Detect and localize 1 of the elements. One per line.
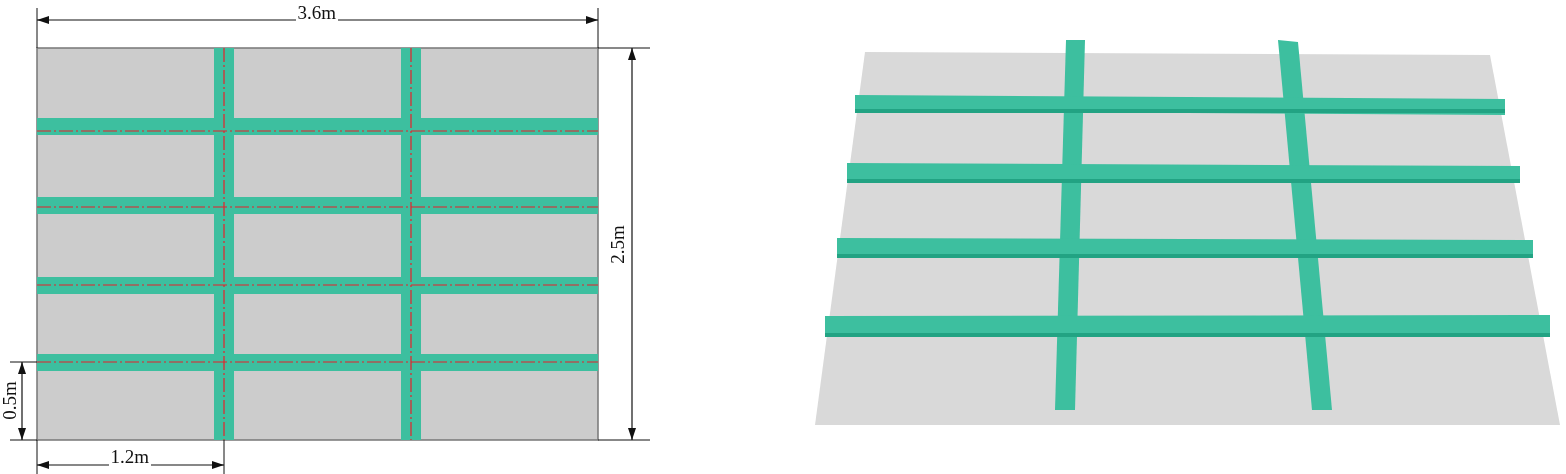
dimension-label: 0.5m <box>0 378 19 422</box>
